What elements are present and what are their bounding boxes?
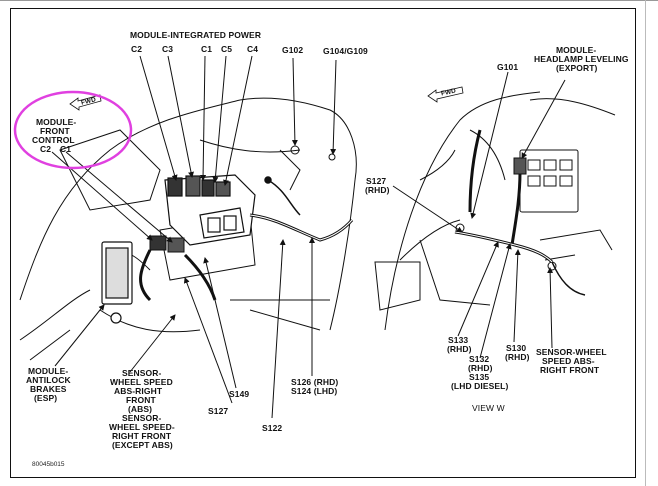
label-s130-line2: (RHD) (505, 352, 530, 362)
label-s135: S135 (469, 372, 490, 382)
fwd-arrow-left (69, 94, 102, 111)
harness-right-inner (454, 231, 553, 263)
integrated-power-module (164, 174, 256, 246)
label-sw-line5: (ABS) (128, 404, 153, 414)
label-swr-line1: SENSOR-WHEEL (536, 347, 607, 357)
label-mfc-c1: C1 (60, 144, 72, 154)
label-sw-line3: ABS-RIGHT (114, 386, 163, 396)
label-ipm-c2: C2 (131, 44, 143, 54)
label-sw-line7: WHEEL SPEED- (109, 422, 175, 432)
label-hl-line3: (EXPORT) (556, 63, 598, 73)
label-sw-line1: SENSOR- (122, 368, 162, 378)
label-s122: S122 (262, 423, 283, 433)
ground-wire-g102 (264, 176, 301, 216)
label-s135-lhd: (LHD DIESEL) (451, 381, 509, 391)
label-ipm-c4: C4 (247, 44, 259, 54)
label-module-integrated-power: MODULE-INTEGRATED POWER (130, 30, 262, 40)
sensor-cable-right (551, 261, 586, 296)
label-s133-line1: S133 (448, 335, 469, 345)
harness-left-inner (249, 214, 353, 241)
label-g102: G102 (282, 45, 304, 55)
headlamp-leveling-connector (513, 157, 527, 175)
label-sw-line4: FRONT (126, 395, 156, 405)
label-mab-line2: ANTILOCK (26, 375, 71, 385)
label-mab-line3: BRAKES (30, 384, 67, 394)
label-s127: S127 (208, 406, 229, 416)
label-mfc-line1: MODULE- (36, 117, 77, 127)
label-sw-line8: RIGHT FRONT (112, 431, 172, 441)
label-mfc-c2: C2 (40, 144, 52, 154)
label-s127-rhd-line2: (RHD) (365, 185, 390, 195)
label-hl-line2: HEADLAMP LEVELING (534, 54, 629, 64)
label-s132-line2: (RHD) (468, 363, 493, 373)
label-swr-line3: RIGHT FRONT (540, 365, 600, 375)
diagram-frame (10, 8, 636, 478)
fwd-arrow-right (427, 86, 464, 103)
label-mfc-line3: CONTROL (32, 135, 75, 145)
label-sw-line6: SENSOR- (122, 413, 162, 423)
label-sw-line2: WHEEL SPEED (110, 377, 173, 387)
label-ipm-c1: C1 (201, 44, 213, 54)
label-ipm-c3: C3 (162, 44, 174, 54)
label-swr-line2: SPEED ABS- (542, 356, 595, 366)
figure-code: 80045b015 (32, 461, 65, 468)
label-g101: G101 (497, 62, 519, 72)
label-mab-line1: MODULE- (28, 366, 69, 376)
label-mab-line4: (ESP) (34, 393, 58, 403)
antilock-brake-module (101, 241, 133, 324)
front-control-connectors (149, 235, 185, 253)
label-s127-rhd-line1: S127 (366, 176, 387, 186)
label-s149: S149 (229, 389, 250, 399)
right-view-sketch (374, 91, 616, 331)
label-s132-line1: S132 (469, 354, 490, 364)
label-mfc-line2: FRONT (40, 126, 70, 136)
label-s130-line1: S130 (506, 343, 527, 353)
right-leaders (392, 71, 566, 359)
page-right-rule (645, 0, 646, 486)
label-g104-g109: G104/G109 (323, 46, 368, 56)
label-view-w: VIEW W (472, 403, 505, 413)
label-ipm-c5: C5 (221, 44, 233, 54)
highlight-circle (13, 90, 133, 170)
label-s124: S124 (LHD) (291, 386, 338, 396)
left-leaders (51, 55, 337, 419)
label-s133-line2: (RHD) (447, 344, 472, 354)
label-s126: S126 (RHD) (291, 377, 339, 387)
label-sw-line9: (EXCEPT ABS) (112, 440, 173, 450)
label-hl-line1: MODULE- (556, 45, 597, 55)
page-top-rule (0, 0, 658, 1)
